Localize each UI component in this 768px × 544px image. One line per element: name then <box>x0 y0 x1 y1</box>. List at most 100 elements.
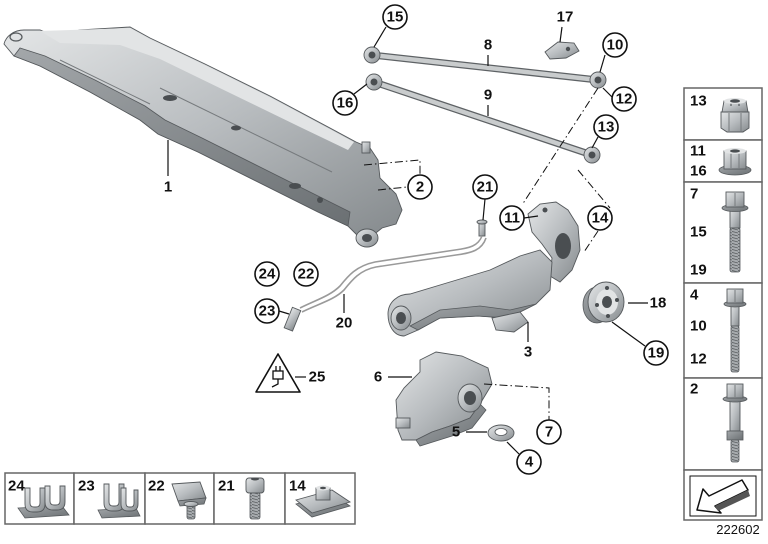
leader-4 <box>506 441 520 455</box>
hub-stud <box>606 314 610 318</box>
socket-bolt-thread <box>249 492 261 520</box>
panel-box <box>683 139 763 183</box>
panel-box <box>683 377 763 471</box>
strip-label: 23 <box>78 478 95 495</box>
panel-row-collar-bolt[interactable]: 2 <box>683 377 763 471</box>
clip-screw-head <box>183 501 199 507</box>
callout-circle <box>472 174 498 200</box>
callout-16[interactable]: 16 <box>332 90 358 116</box>
callout-circle <box>332 90 358 116</box>
subframe-mount-eye <box>9 32 23 42</box>
arrow-down-left-icon[interactable] <box>696 479 749 514</box>
panel-row-long-bolt[interactable]: 4 10 12 <box>683 282 763 379</box>
callout-5[interactable]: 5 <box>452 424 460 441</box>
callout-circle <box>587 205 613 231</box>
callout-circle <box>499 205 525 231</box>
callout-2[interactable]: 2 <box>407 174 433 200</box>
callout-21[interactable]: 21 <box>472 174 498 200</box>
callout-12[interactable]: 12 <box>611 86 637 112</box>
callout-6[interactable]: 6 <box>374 369 382 386</box>
strip-item-21[interactable]: 21 <box>213 472 286 525</box>
washer <box>487 424 515 442</box>
callout-label: 15 <box>387 9 404 26</box>
lower-control-arm <box>365 73 601 164</box>
callout-17[interactable]: 17 <box>557 9 574 26</box>
hub-stud <box>595 303 599 307</box>
callout-13[interactable]: 13 <box>593 114 619 140</box>
callout-9[interactable]: 9 <box>484 87 492 104</box>
arm-bracket <box>544 41 580 60</box>
callout-label: 21 <box>477 179 494 196</box>
callout-10[interactable]: 10 <box>602 32 628 58</box>
strip-item-22[interactable]: 22 <box>144 472 215 525</box>
callout-label: 2 <box>416 179 424 196</box>
callout-circle <box>516 449 542 475</box>
bushing-bore <box>396 312 406 324</box>
panel-row-flange-nut[interactable]: 11 16 <box>683 139 763 183</box>
callout-8[interactable]: 8 <box>484 37 492 54</box>
trailing-arm-lower-mount <box>491 311 529 333</box>
subframe-body <box>3 26 403 237</box>
arm-eye-bore <box>370 78 378 86</box>
leader-23 <box>278 310 290 315</box>
callout-circle <box>643 340 669 366</box>
panel-box <box>683 282 763 379</box>
callout-label: 23 <box>259 303 276 320</box>
speed-sensor <box>476 219 488 237</box>
bolt-icon <box>729 398 741 432</box>
callout-24[interactable]: 24 <box>254 261 280 287</box>
callout-18[interactable]: 18 <box>650 295 667 312</box>
trailing-arm <box>387 249 553 337</box>
callout-label: 24 <box>259 266 276 283</box>
leader-21 <box>482 198 486 221</box>
panel-label: 12 <box>690 351 707 368</box>
wheel-carrier <box>527 201 581 283</box>
panel-row-nut[interactable]: 13 <box>683 87 763 141</box>
callout-25[interactable]: 25 <box>309 369 326 386</box>
callout-23[interactable]: 23 <box>254 298 280 324</box>
leader-11 <box>523 215 539 219</box>
subframe-hole <box>289 183 301 189</box>
leader-2-lower <box>377 186 408 191</box>
subframe-lower-face <box>13 47 351 227</box>
strip-item-14[interactable]: 14 <box>284 472 356 525</box>
strip-item-24[interactable]: 24 <box>4 472 75 525</box>
panel-row-navigation[interactable] <box>683 469 763 521</box>
subframe-hole <box>163 95 177 101</box>
bushing-bore <box>362 234 372 242</box>
sensor-head <box>476 219 488 225</box>
leader-lines <box>167 26 648 455</box>
clip-icon <box>103 483 125 512</box>
callout-14[interactable]: 14 <box>587 205 613 231</box>
callout-4[interactable]: 4 <box>516 449 542 475</box>
strip-item-23[interactable]: 23 <box>73 472 146 525</box>
arm-eye-bore <box>368 51 376 59</box>
leader-15 <box>373 26 387 48</box>
bolt-collar <box>726 430 744 441</box>
electrical-warning-triangle-icon <box>255 353 301 393</box>
triangle-outline <box>255 353 301 393</box>
callout-20[interactable]: 20 <box>336 315 353 332</box>
callout-19[interactable]: 19 <box>643 340 669 366</box>
panel-row-short-bolt[interactable]: 7 15 19 <box>683 181 763 284</box>
callout-3[interactable]: 3 <box>524 344 532 361</box>
callout-label: 19 <box>648 345 665 362</box>
callout-11[interactable]: 11 <box>499 205 525 231</box>
callout-22[interactable]: 22 <box>293 261 319 287</box>
clip-icon <box>120 487 139 512</box>
panel-box <box>683 181 763 284</box>
leader-14-upper <box>577 169 611 209</box>
callout-circle <box>611 86 637 112</box>
callout-label: 16 <box>337 95 354 112</box>
callout-15[interactable]: 15 <box>382 4 408 30</box>
arm-shaft <box>369 52 601 83</box>
callout-label: 22 <box>298 266 315 283</box>
callouts: 15 17 8 10 16 9 12 13 1 2 21 11 14 24 22… <box>164 4 669 475</box>
nut-bore <box>730 149 740 153</box>
callout-circle <box>382 4 408 30</box>
callout-7[interactable]: 7 <box>536 419 562 445</box>
callout-1[interactable]: 1 <box>164 179 172 196</box>
leader-16 <box>353 83 368 95</box>
leader-14-lower <box>583 230 599 253</box>
wheel-hub <box>582 281 625 324</box>
